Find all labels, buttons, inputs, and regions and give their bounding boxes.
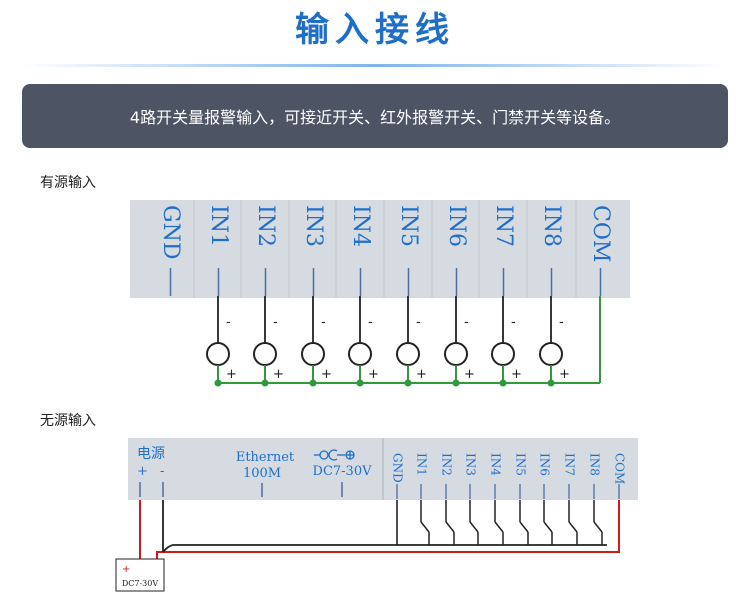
active-sensor — [301, 342, 325, 366]
active-terminal-gnd: GND — [158, 205, 183, 259]
passive-switch-contact — [420, 521, 430, 533]
active-terminal-in1: IN1 — [206, 205, 231, 247]
active-terminal-com: COM — [588, 205, 613, 262]
power-label: 电源 — [137, 446, 165, 462]
active-minus-label: - — [511, 315, 516, 330]
dc-supply-plus: + — [122, 564, 130, 575]
active-sensor — [444, 342, 468, 366]
passive-terminal-in2: IN2 — [440, 453, 454, 476]
passive-switch-contact — [593, 521, 603, 533]
active-terminal-block — [130, 200, 630, 298]
passive-terminal-in6: IN6 — [538, 453, 552, 476]
active-junction-dot — [214, 379, 222, 387]
active-plus-label: + — [321, 367, 332, 382]
ethernet-port-group: Ethernet 100M — [236, 450, 295, 497]
passive-terminal-gnd: GND — [391, 453, 405, 483]
active-minus-label: - — [273, 315, 278, 330]
active-sensor — [396, 342, 420, 366]
power-plus-label: + — [137, 464, 148, 479]
active-plus-label: + — [511, 367, 522, 382]
active-sensor — [253, 342, 277, 366]
passive-input-label: 无源输入 — [40, 413, 96, 429]
active-minus-label: - — [559, 315, 564, 330]
active-minus-label: - — [416, 315, 421, 330]
passive-terminal-in7: IN7 — [563, 453, 577, 476]
passive-switch-contact — [445, 521, 455, 533]
active-junction-dot — [452, 379, 460, 387]
active-terminal-in5: IN5 — [396, 205, 421, 247]
active-sensor — [206, 342, 230, 366]
passive-terminal-com: COM — [613, 453, 627, 484]
passive-switch-contact — [469, 521, 479, 533]
passive-switch-contact — [568, 521, 578, 533]
passive-switch-contact — [494, 521, 504, 533]
description-banner: 4路开关量报警输入，可接近开关、红外报警开关、门禁开关等设备。 — [22, 84, 728, 148]
active-minus-label: - — [321, 315, 326, 330]
passive-switch-contact — [543, 521, 553, 533]
dc-voltage-label: DC7-30V — [313, 464, 373, 479]
page-title: 输入接线 — [295, 10, 455, 50]
passive-switch-contact — [519, 521, 529, 533]
active-terminal-in7: IN7 — [491, 205, 516, 247]
power-minus-label: - — [160, 464, 164, 479]
ethernet-label: Ethernet — [236, 450, 295, 465]
active-sensor — [539, 342, 563, 366]
active-plus-label: + — [559, 367, 570, 382]
dc-supply-box — [115, 558, 165, 592]
active-minus-label: - — [226, 315, 231, 330]
active-junction-dot — [309, 379, 317, 387]
active-junction-dot — [547, 379, 555, 387]
title-divider — [20, 64, 730, 67]
active-minus-label: - — [368, 315, 373, 330]
switch-common-bus — [162, 544, 607, 553]
active-plus-label: + — [368, 367, 379, 382]
active-minus-label: - — [464, 315, 469, 330]
ethernet-speed-label: 100M — [243, 466, 281, 481]
active-sensor — [491, 342, 515, 366]
passive-terminal-in1: IN1 — [415, 453, 429, 476]
active-plus-label: + — [273, 367, 284, 382]
passive-terminal-in5: IN5 — [514, 453, 528, 476]
com-positive-wire — [156, 500, 620, 559]
active-plus-label: + — [226, 367, 237, 382]
passive-terminal-in4: IN4 — [489, 453, 503, 476]
active-junction-dot — [261, 379, 269, 387]
active-terminal-in3: IN3 — [301, 205, 326, 247]
active-plus-label: + — [416, 367, 427, 382]
passive-terminal-in3: IN3 — [464, 453, 478, 476]
active-terminal-in8: IN8 — [539, 205, 564, 247]
active-junction-dot — [356, 379, 364, 387]
active-terminal-in6: IN6 — [444, 205, 469, 247]
active-sensor — [348, 342, 372, 366]
dc-jack-group: DC7-30V — [313, 449, 373, 497]
dc-supply-label: DC7-30V — [122, 579, 159, 588]
dc-polarity-icon — [314, 449, 355, 461]
banner-text: 4路开关量报警输入，可接近开关、红外报警开关、门禁开关等设备。 — [129, 108, 621, 127]
power-group: 电源 + - — [137, 446, 165, 497]
active-terminal-in2: IN2 — [253, 205, 278, 247]
active-input-label: 有源输入 — [40, 175, 96, 191]
active-terminal-in4: IN4 — [348, 205, 373, 247]
passive-terminal-in8: IN8 — [588, 453, 602, 476]
active-junction-dot — [404, 379, 412, 387]
active-plus-label: + — [464, 367, 475, 382]
active-junction-dot — [499, 379, 507, 387]
